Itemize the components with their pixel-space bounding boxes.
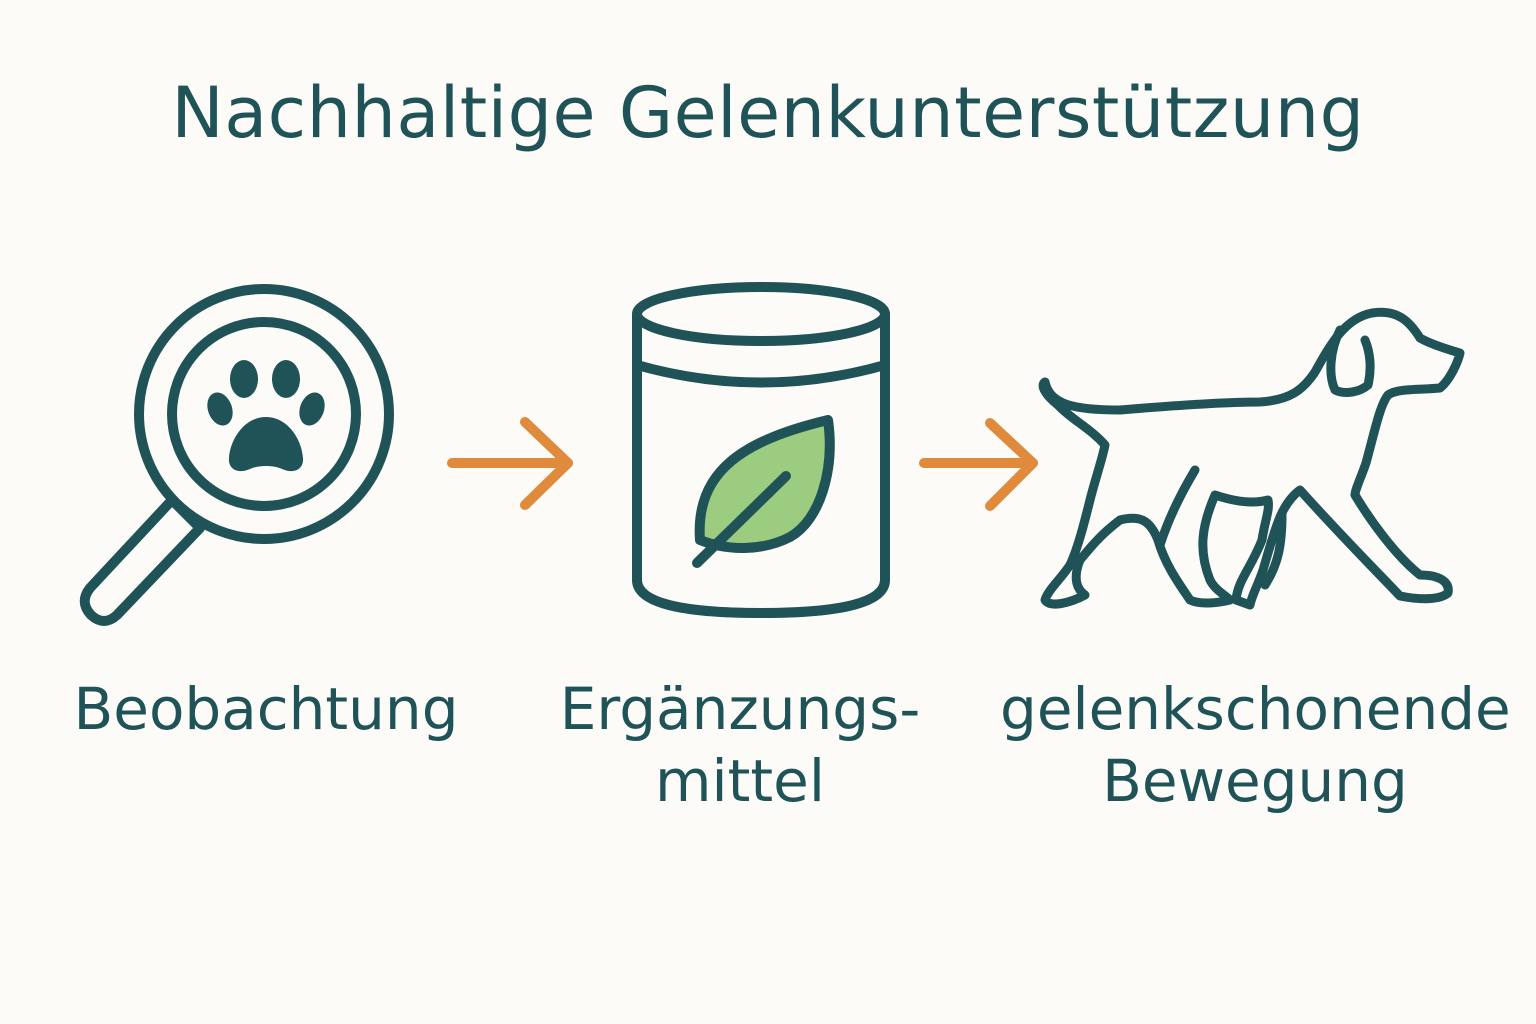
leaf-icon <box>694 415 835 553</box>
label-line: Bewegung <box>1102 747 1408 815</box>
label-line: mittel <box>655 747 825 815</box>
label-line: gelenkschonende <box>1000 675 1511 743</box>
arrow-right-icon <box>919 418 1038 511</box>
magnifier-paw-icon <box>79 284 394 626</box>
step-label-observation: Beobachtung <box>66 673 466 745</box>
label-line: Ergänzungs- <box>559 675 921 743</box>
step-label-supplement: Ergänzungs- mittel <box>540 673 940 817</box>
page-title: Nachhaltige Gelenkunterstützung <box>171 72 1365 154</box>
paw-icon <box>207 360 325 472</box>
label-line: Beobachtung <box>73 675 459 743</box>
supplement-jar-leaf-icon <box>632 282 890 618</box>
walking-dog-icon <box>1038 307 1465 610</box>
arrow-right-icon <box>447 417 573 510</box>
step-label-gentle-movement: gelenkschonende Bewegung <box>1000 673 1511 817</box>
